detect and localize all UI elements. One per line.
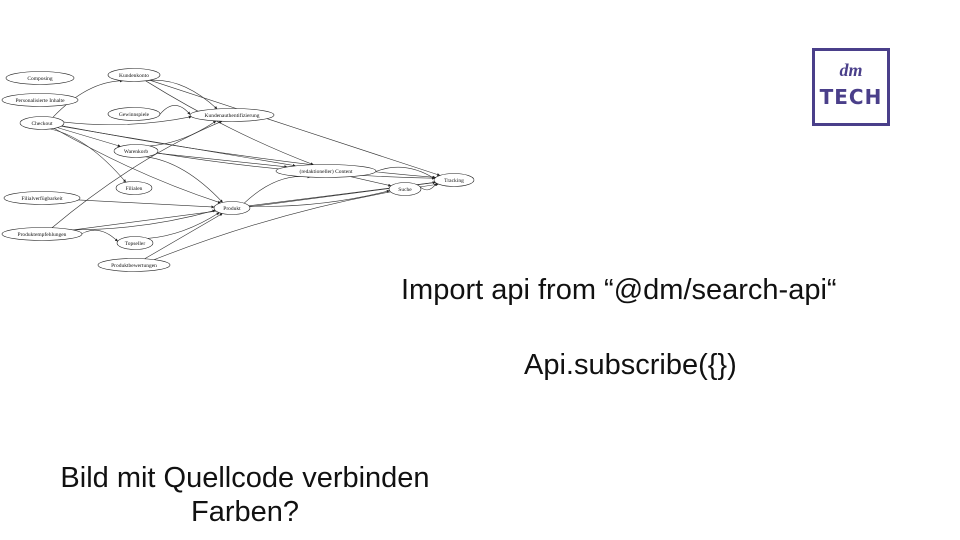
graph-node-warenkorb: Warenkorb: [113, 144, 159, 158]
graph-edges: [50, 79, 441, 260]
graph-edge: [63, 115, 192, 126]
graph-edge: [419, 182, 437, 191]
graph-edge: [249, 189, 390, 207]
graph-node-filialverfuegbarkeit: Filialverfügbarkeit: [3, 191, 81, 205]
notes-text: Bild mit Quellcode verbinden Farben?: [30, 461, 460, 529]
graph-node-shape: [1, 227, 83, 241]
graph-node-label: Tracking: [444, 178, 464, 184]
code-subscribe-line: Api.subscribe({}): [524, 349, 737, 381]
graph-edge: [78, 199, 215, 209]
graph-node-produktempfehlungen: Produktempfehlungen: [1, 227, 83, 241]
graph-edge: [159, 105, 191, 115]
graph-node-kundenkonto: Kundenkonto: [107, 68, 161, 82]
graph-node-produkt: Produkt: [213, 201, 251, 215]
graph-node-filialen: Filialen: [115, 181, 153, 195]
dm-tech-logo: dm TECH: [812, 48, 890, 126]
graph-node-shape: [1, 93, 79, 107]
graph-node-composing: Composing: [5, 71, 75, 85]
graph-edge: [350, 176, 392, 187]
graph-node-checkout: Checkout: [19, 116, 65, 130]
graph-edge: [145, 156, 223, 203]
graph-node-produktbewertungen: Produktbewertungen: [97, 258, 171, 272]
logo-text: TECH: [819, 85, 883, 109]
graph-node-label: Kundenkonto: [119, 73, 149, 79]
graph-node-personalisierte: Personalisierte Inhalte: [1, 93, 79, 107]
graph-node-shape: [19, 116, 65, 130]
note-line-2: Farben?: [190, 496, 299, 528]
note-line-1: Bild mit Quellcode verbinden: [60, 462, 430, 494]
graph-node-label: Gewinnspiele: [119, 112, 150, 118]
graph-node-shape: [189, 108, 275, 122]
graph-edge: [156, 152, 288, 169]
graph-node-shape: [115, 181, 153, 195]
graph-edge: [53, 128, 221, 204]
graph-edge: [52, 79, 124, 118]
graph-edge: [72, 209, 216, 231]
graph-node-suche: Suche: [388, 182, 422, 196]
graph-edge: [61, 125, 436, 179]
graph-node-label: Produktempfehlungen: [18, 231, 67, 238]
graph-edge: [149, 120, 217, 147]
graph-node-label: Kundenauthentifizierung: [205, 112, 260, 119]
graph-node-label: Warenkorb: [124, 149, 149, 155]
graph-node-label: Composing: [27, 76, 53, 82]
graph-node-tracking: Tracking: [433, 173, 475, 187]
graph-node-label: Suche: [398, 187, 412, 193]
logo-mark: dm: [839, 60, 863, 80]
graph-node-gewinnspiele: Gewinnspiele: [107, 107, 161, 121]
graph-node-shape: [116, 236, 154, 250]
graph-node-shape: [388, 182, 422, 196]
graph-edge: [154, 183, 439, 260]
code-import-line: Import api from “@dm/search-api“: [401, 274, 837, 306]
graph-edge: [149, 79, 441, 176]
graph-node-shape: [213, 201, 251, 215]
graph-node-shape: [3, 191, 81, 205]
graph-node-label: Filialen: [126, 186, 143, 192]
graph-node-shape: [107, 68, 161, 82]
graph-edge: [51, 120, 223, 228]
graph-node-kundenauth: Kundenauthentifizierung: [189, 108, 275, 122]
graph-node-shape: [113, 144, 159, 158]
graph-node-shape: [97, 258, 171, 272]
graph-node-shape: [275, 164, 377, 178]
graph-edge: [145, 80, 314, 166]
graph-edge: [73, 181, 436, 231]
graph-edge: [147, 212, 220, 239]
graph-node-label: Produktbewertungen: [111, 263, 157, 269]
graph-edge: [76, 230, 118, 242]
graph-edge: [57, 127, 121, 148]
graph-node-topseller: Topseller: [116, 236, 154, 250]
graph-node-label: Filialverfügbarkeit: [21, 195, 63, 202]
graph-node-shape: [433, 173, 475, 187]
graph-node-shape: [107, 107, 161, 121]
graph-edge: [369, 166, 435, 179]
graph-node-label: Personalisierte Inhalte: [15, 98, 65, 104]
graph-node-shape: [5, 71, 75, 85]
graph-edge: [147, 79, 218, 110]
graph-node-content: (redaktioneller) Content: [275, 164, 377, 178]
graph-node-label: Topseller: [125, 241, 146, 247]
graph-node-label: Checkout: [31, 121, 53, 127]
graph-node-label: Produkt: [223, 206, 241, 212]
graph-node-label: (redaktioneller) Content: [300, 168, 353, 175]
graph-edge: [144, 213, 223, 260]
